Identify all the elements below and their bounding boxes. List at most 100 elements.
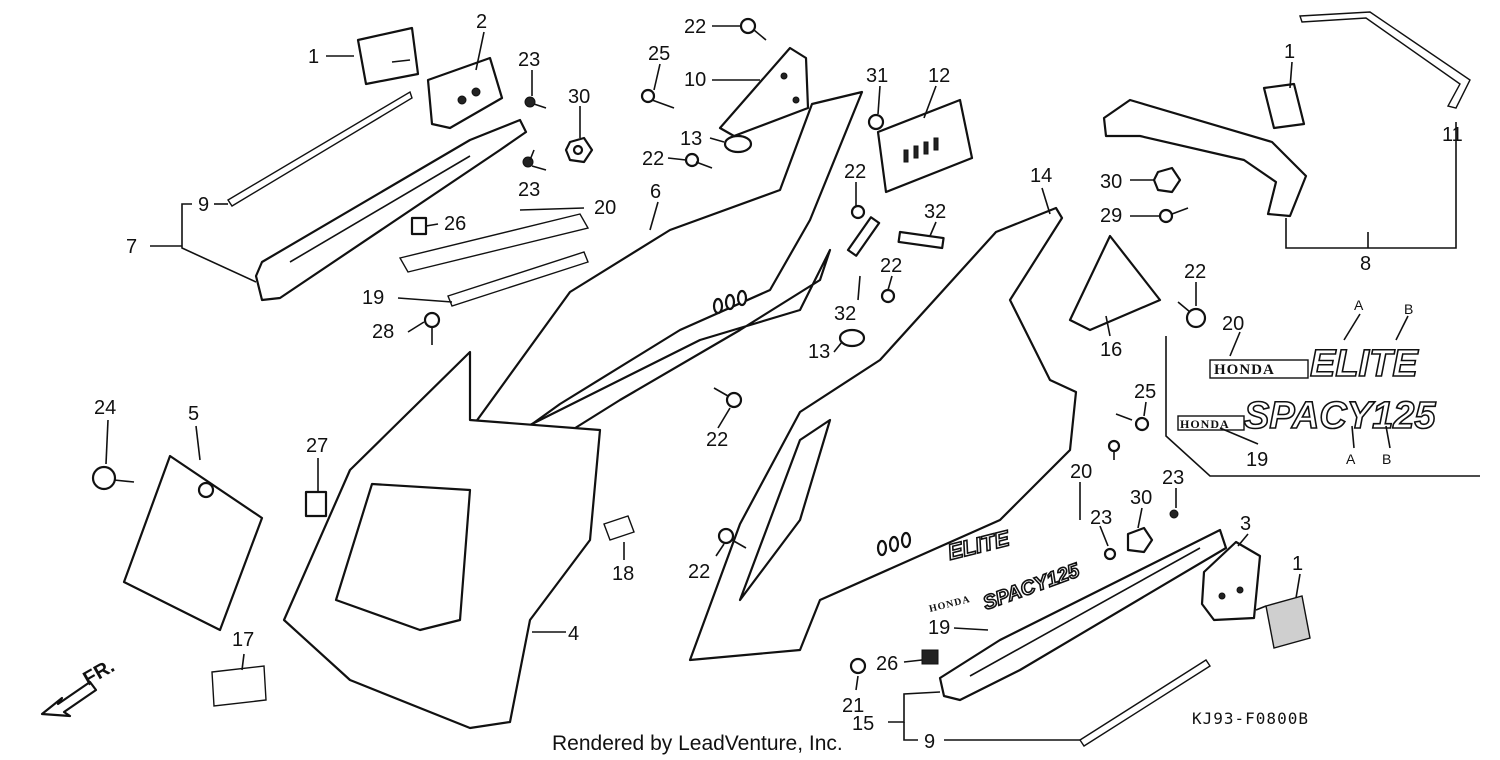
- callout-1-top-left: 1: [308, 46, 319, 68]
- emblem-side-cover: ELITE HONDA SPACY125: [928, 524, 1084, 615]
- part-9-trim-strip-right: [1079, 659, 1211, 747]
- marker-b-top: B: [1404, 301, 1413, 317]
- part-23-bolt-c: [1103, 547, 1117, 561]
- callout-13-a: 13: [680, 128, 702, 150]
- callout-32-b: 32: [834, 303, 856, 325]
- callout-19-b: 19: [1246, 449, 1268, 471]
- callout-10: 10: [684, 69, 706, 91]
- callout-8: 8: [1360, 253, 1371, 275]
- callout-22-e: 22: [706, 429, 728, 451]
- part-18-label: [603, 515, 635, 541]
- part-4-front-cover: [282, 350, 602, 730]
- callout-5: 5: [188, 403, 199, 425]
- part-24-knob: [91, 465, 135, 491]
- emblem-honda-top: HONDA: [1214, 362, 1275, 378]
- callout-1-bottom-right: 1: [1292, 553, 1303, 575]
- callout-23-a: 23: [518, 49, 540, 71]
- part-22-screw-h: [1107, 439, 1121, 453]
- callout-28: 28: [372, 321, 394, 343]
- part-5-lid: [122, 454, 264, 632]
- callout-30-a: 30: [568, 86, 590, 108]
- callout-15: 15: [852, 713, 874, 735]
- callout-21: 21: [842, 695, 864, 717]
- callout-26-b: 26: [876, 653, 898, 675]
- callout-3: 3: [1240, 513, 1251, 535]
- callout-16: 16: [1100, 339, 1122, 361]
- part-25-bolt-a: [640, 88, 675, 109]
- part-23-bolt-a: [524, 96, 547, 109]
- callout-30-c: 30: [1130, 487, 1152, 509]
- part-9-trim-strip-left: [227, 90, 413, 207]
- part-20-tape-left: [398, 213, 590, 273]
- part-11-trim-strip: [1299, 11, 1471, 109]
- part-25-bolt-b: [1115, 413, 1150, 432]
- part-28-screw: [423, 311, 441, 345]
- callout-12: 12: [928, 65, 950, 87]
- part-10-bracket: [718, 46, 810, 138]
- part-8-grab-rail: [1102, 98, 1308, 218]
- callout-19-a: 19: [362, 287, 384, 309]
- part-32-strap-a: [897, 230, 945, 250]
- callout-20-b: 20: [1222, 313, 1244, 335]
- part-22-screw-e: [713, 387, 743, 409]
- credit-text: Rendered by LeadVenture, Inc.: [552, 732, 843, 755]
- callout-22-a: 22: [684, 16, 706, 38]
- part-23-bolt-b: [522, 156, 547, 171]
- part-1-reflector-top-right: [1262, 82, 1306, 130]
- part-16-corner-piece: [1068, 234, 1162, 332]
- callout-25-a: 25: [648, 43, 670, 65]
- part-26-clip-left: [410, 216, 428, 236]
- part-21-screw: [849, 657, 867, 675]
- callout-14: 14: [1030, 165, 1052, 187]
- part-6-center-cover: [468, 90, 864, 452]
- part-27-clip: [304, 490, 328, 518]
- part-1-reflector-top: [356, 26, 420, 86]
- emblem-spacy-large: SPACY125: [1244, 395, 1436, 437]
- part-30-nut-c: [1126, 526, 1154, 554]
- marker-a-top: A: [1354, 297, 1364, 313]
- callout-2: 2: [476, 11, 487, 33]
- part-22-screw-a: [739, 17, 767, 41]
- callout-13-b: 13: [808, 341, 830, 363]
- part-22-screw-c: [850, 204, 866, 220]
- callout-1-top-right: 1: [1284, 41, 1295, 63]
- part-22-screw-d: [880, 288, 896, 304]
- callout-23-b: 23: [518, 179, 540, 201]
- marker-b-bottom: B: [1382, 451, 1391, 467]
- part-30-nut-a: [564, 136, 594, 164]
- callout-26-a: 26: [444, 213, 466, 235]
- callout-labels: 1 2 23 30 25 22 10 13 22 23 31 12 22 32 …: [94, 11, 1463, 753]
- front-direction-arrow: FR.: [40, 655, 118, 718]
- callout-9-bottom: 9: [924, 731, 935, 753]
- diagram-code: KJ93-F0800B: [1192, 709, 1309, 728]
- part-22-screw-g: [717, 527, 747, 549]
- callout-4: 4: [568, 623, 579, 645]
- callout-20-a: 20: [594, 197, 616, 219]
- callout-18: 18: [612, 563, 634, 585]
- part-2-bracket: [426, 56, 504, 130]
- emblem-panel: HONDA ELITE HONDA SPACY125: [1165, 336, 1480, 477]
- part-31-nut: [867, 113, 885, 131]
- part-29-bolt: [1158, 207, 1189, 224]
- callout-6: 6: [650, 181, 661, 203]
- callout-24: 24: [94, 397, 116, 419]
- part-12-plate: [876, 98, 974, 194]
- callout-22-f: 22: [1184, 261, 1206, 283]
- callout-9-left: 9: [198, 194, 209, 216]
- callout-27: 27: [306, 435, 328, 457]
- callout-31: 31: [866, 65, 888, 87]
- emblem-honda-side: HONDA: [928, 594, 972, 615]
- part-30-nut-b: [1152, 166, 1182, 194]
- callout-22-b: 22: [642, 148, 664, 170]
- part-17-label: [211, 665, 267, 707]
- part-22-screw-b: [684, 152, 713, 169]
- callout-32-a: 32: [924, 201, 946, 223]
- part-13-grommet-a: [723, 134, 753, 154]
- callout-23-d: 23: [1162, 467, 1184, 489]
- part-14-side-cover-right: [688, 206, 1078, 662]
- part-1-reflector-bottom: [1255, 595, 1311, 649]
- callout-22-c: 22: [844, 161, 866, 183]
- callout-7: 7: [126, 236, 137, 258]
- callout-25-b: 25: [1134, 381, 1156, 403]
